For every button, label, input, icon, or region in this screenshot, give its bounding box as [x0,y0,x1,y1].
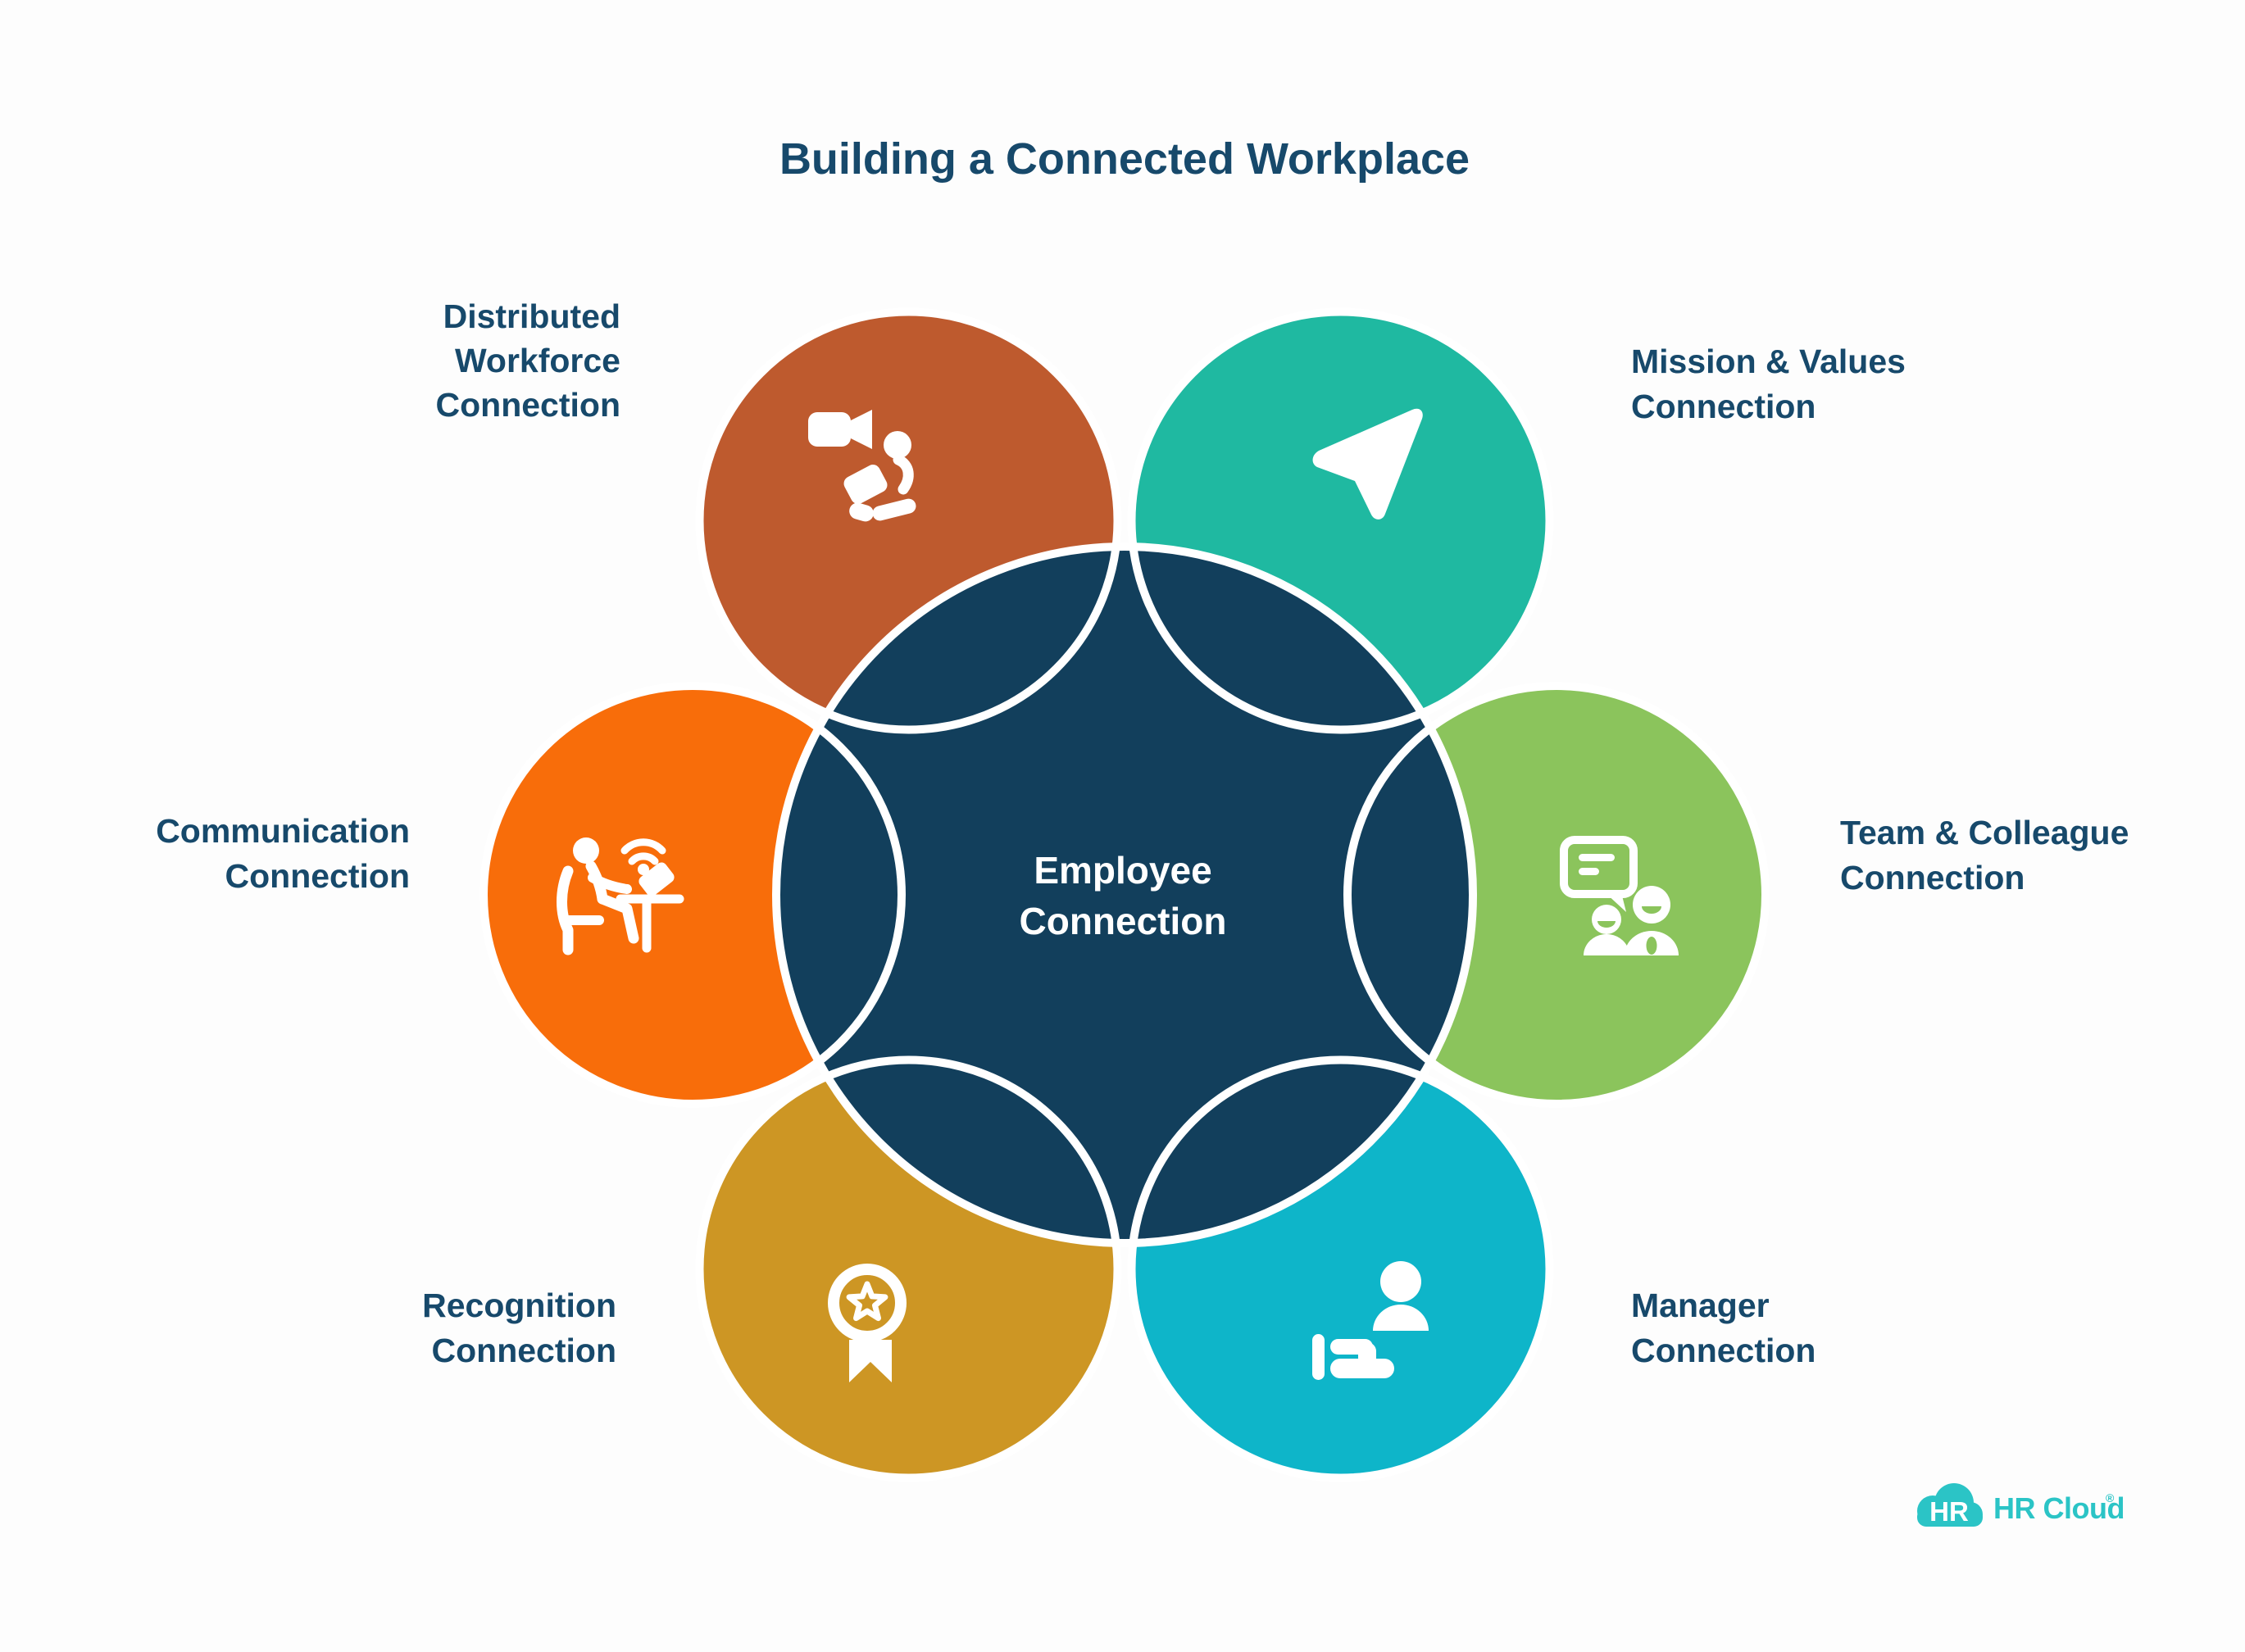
outline-communication [479,682,906,1108]
center-label-line1: Employee [1034,849,1211,892]
label-line: Connection [432,1332,616,1369]
label-line: Connection [1631,1332,1816,1369]
label-line: Communication [156,812,410,850]
label-line: Distributed [443,297,620,335]
label-mission-values: Mission & Values Connection [1631,343,1906,425]
outline-distributed [695,307,1122,734]
chat-people-icon [1560,836,1679,955]
label-team-colleague: Team & Colleague Connection [1840,814,2129,896]
center-label-line2: Connection [1020,900,1227,942]
outline-team [1343,682,1770,1108]
hr-cloud-logo: HR HR Cloud ® [1917,1483,2125,1527]
label-line: Mission & Values [1631,343,1906,380]
award-medal-icon [828,1264,907,1382]
outline-center [772,542,1477,1247]
label-line: Workforce [455,342,620,379]
label-recognition: Recognition Connection [422,1287,616,1369]
logo-badge-text: HR [1929,1496,1969,1527]
label-line: Recognition [422,1287,616,1324]
outline-manager [1127,1055,1554,1482]
page-title: Building a Connected Workplace [779,134,1470,184]
label-manager: Manager Connection [1631,1287,1816,1369]
registered-mark: ® [2106,1491,2115,1504]
video-call-person-icon [808,410,916,522]
logo-brand-text: HR Cloud [1993,1491,2125,1525]
label-line: Manager [1631,1287,1770,1324]
person-desk-wifi-icon [557,837,684,955]
cloud-icon [1917,1483,1983,1527]
paper-plane-icon [1312,408,1423,520]
hand-holding-person-icon [1312,1261,1429,1380]
label-distributed-workforce: Distributed Workforce Connection [436,297,620,424]
circle-outlines [479,307,1770,1482]
label-line: Connection [225,857,410,895]
label-line: Connection [1631,388,1816,425]
label-communication: Communication Connection [156,812,410,895]
center-bubble [776,547,1473,1243]
outline-recognition [695,1055,1122,1482]
center-bubble-label: Employee Connection [1020,849,1227,942]
label-line: Team & Colleague [1840,814,2129,851]
label-line: Connection [436,386,620,424]
outline-mission [1127,307,1554,734]
label-line: Connection [1840,859,2025,896]
